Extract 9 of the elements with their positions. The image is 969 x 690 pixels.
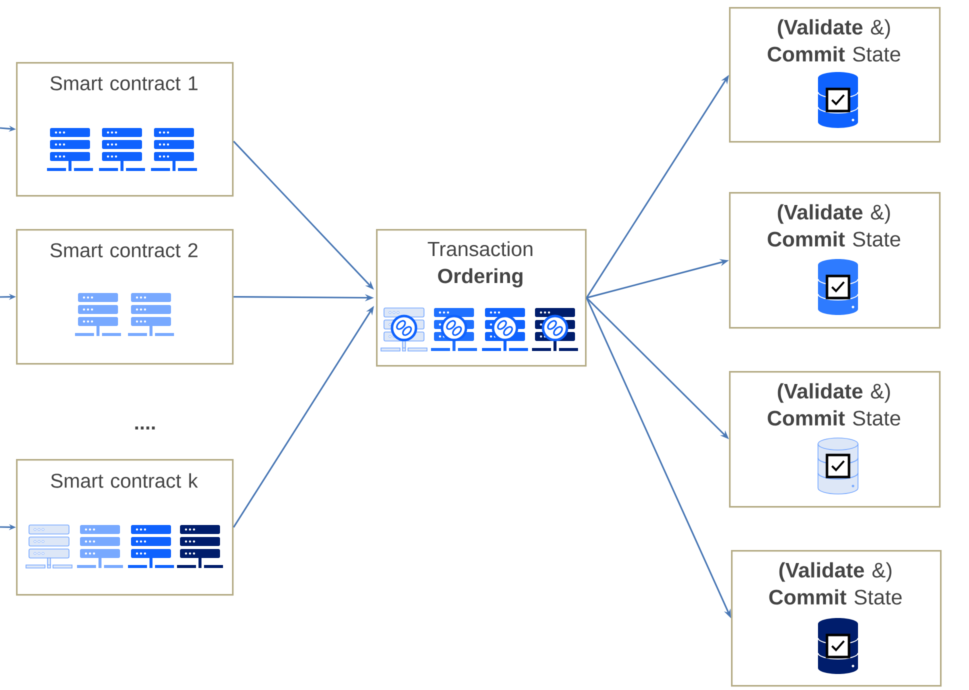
box-title: Transaction Ordering [428, 241, 532, 288]
box-title: (Validate &) Commit State [768, 383, 900, 426]
ellipsis-text: .... [135, 426, 155, 430]
box-title: (Validate &) Commit State [768, 204, 900, 247]
box-title: Smart contract 2 [50, 243, 198, 258]
box-title: (Validate &) Commit State [768, 19, 900, 62]
box-title: Smart contract 1 [50, 76, 198, 90]
box-title: Smart contract k [51, 473, 198, 488]
box-title: (Validate &) Commit State [769, 562, 902, 605]
